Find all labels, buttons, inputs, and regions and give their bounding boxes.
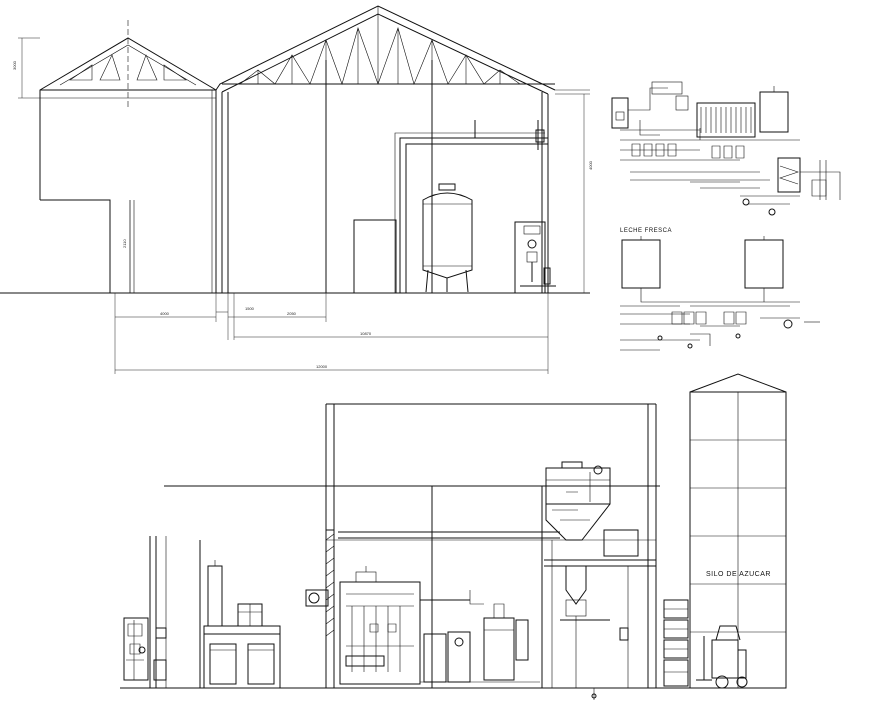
storage-tank (422, 183, 473, 293)
dim-text-seg-left: 4000 (160, 311, 170, 316)
pallet-stack (663, 599, 689, 687)
control-panel-upper (514, 221, 556, 294)
main-hall: 4000 (215, 5, 593, 294)
small-tanks-stand (203, 560, 281, 688)
dim-text-mid-length: 10870 (360, 331, 372, 336)
lower-elevation: SILO DE AZUCAR (120, 373, 787, 700)
sugar-silo: SILO DE AZUCAR (689, 373, 787, 689)
left-gable-building (39, 20, 217, 293)
silo-label: SILO DE AZUCAR (706, 571, 771, 578)
central-process-equipment (305, 566, 540, 685)
dim-text-height-lower: 2110 (122, 239, 127, 248)
fresh-milk-tank-left (621, 239, 661, 289)
dim-text-height-left: 3000 (12, 60, 17, 70)
fresh-milk-title: LECHE FRESCA (620, 228, 672, 234)
left-equipment-cluster (123, 617, 167, 681)
dimension-height-left: 3000 2110 (12, 37, 131, 293)
process-schematic (611, 81, 841, 216)
forklift (696, 625, 748, 689)
dimension-chain: 4000 1500 2050 10870 12000 (114, 293, 549, 374)
fresh-milk-schematic: LECHE FRESCA (620, 228, 820, 351)
mixing-tower (544, 461, 660, 700)
dim-text-seg-tiny: 1500 (245, 306, 255, 311)
building-section: 3000 2110 (0, 5, 593, 374)
fresh-milk-tank-right (744, 239, 784, 289)
dim-text-overall: 12000 (316, 364, 328, 369)
red-valve-strip (345, 655, 385, 667)
dim-text-seg-mid: 2050 (287, 311, 297, 316)
support-column (325, 529, 335, 689)
dim-text-height-right: 4000 (588, 160, 593, 170)
